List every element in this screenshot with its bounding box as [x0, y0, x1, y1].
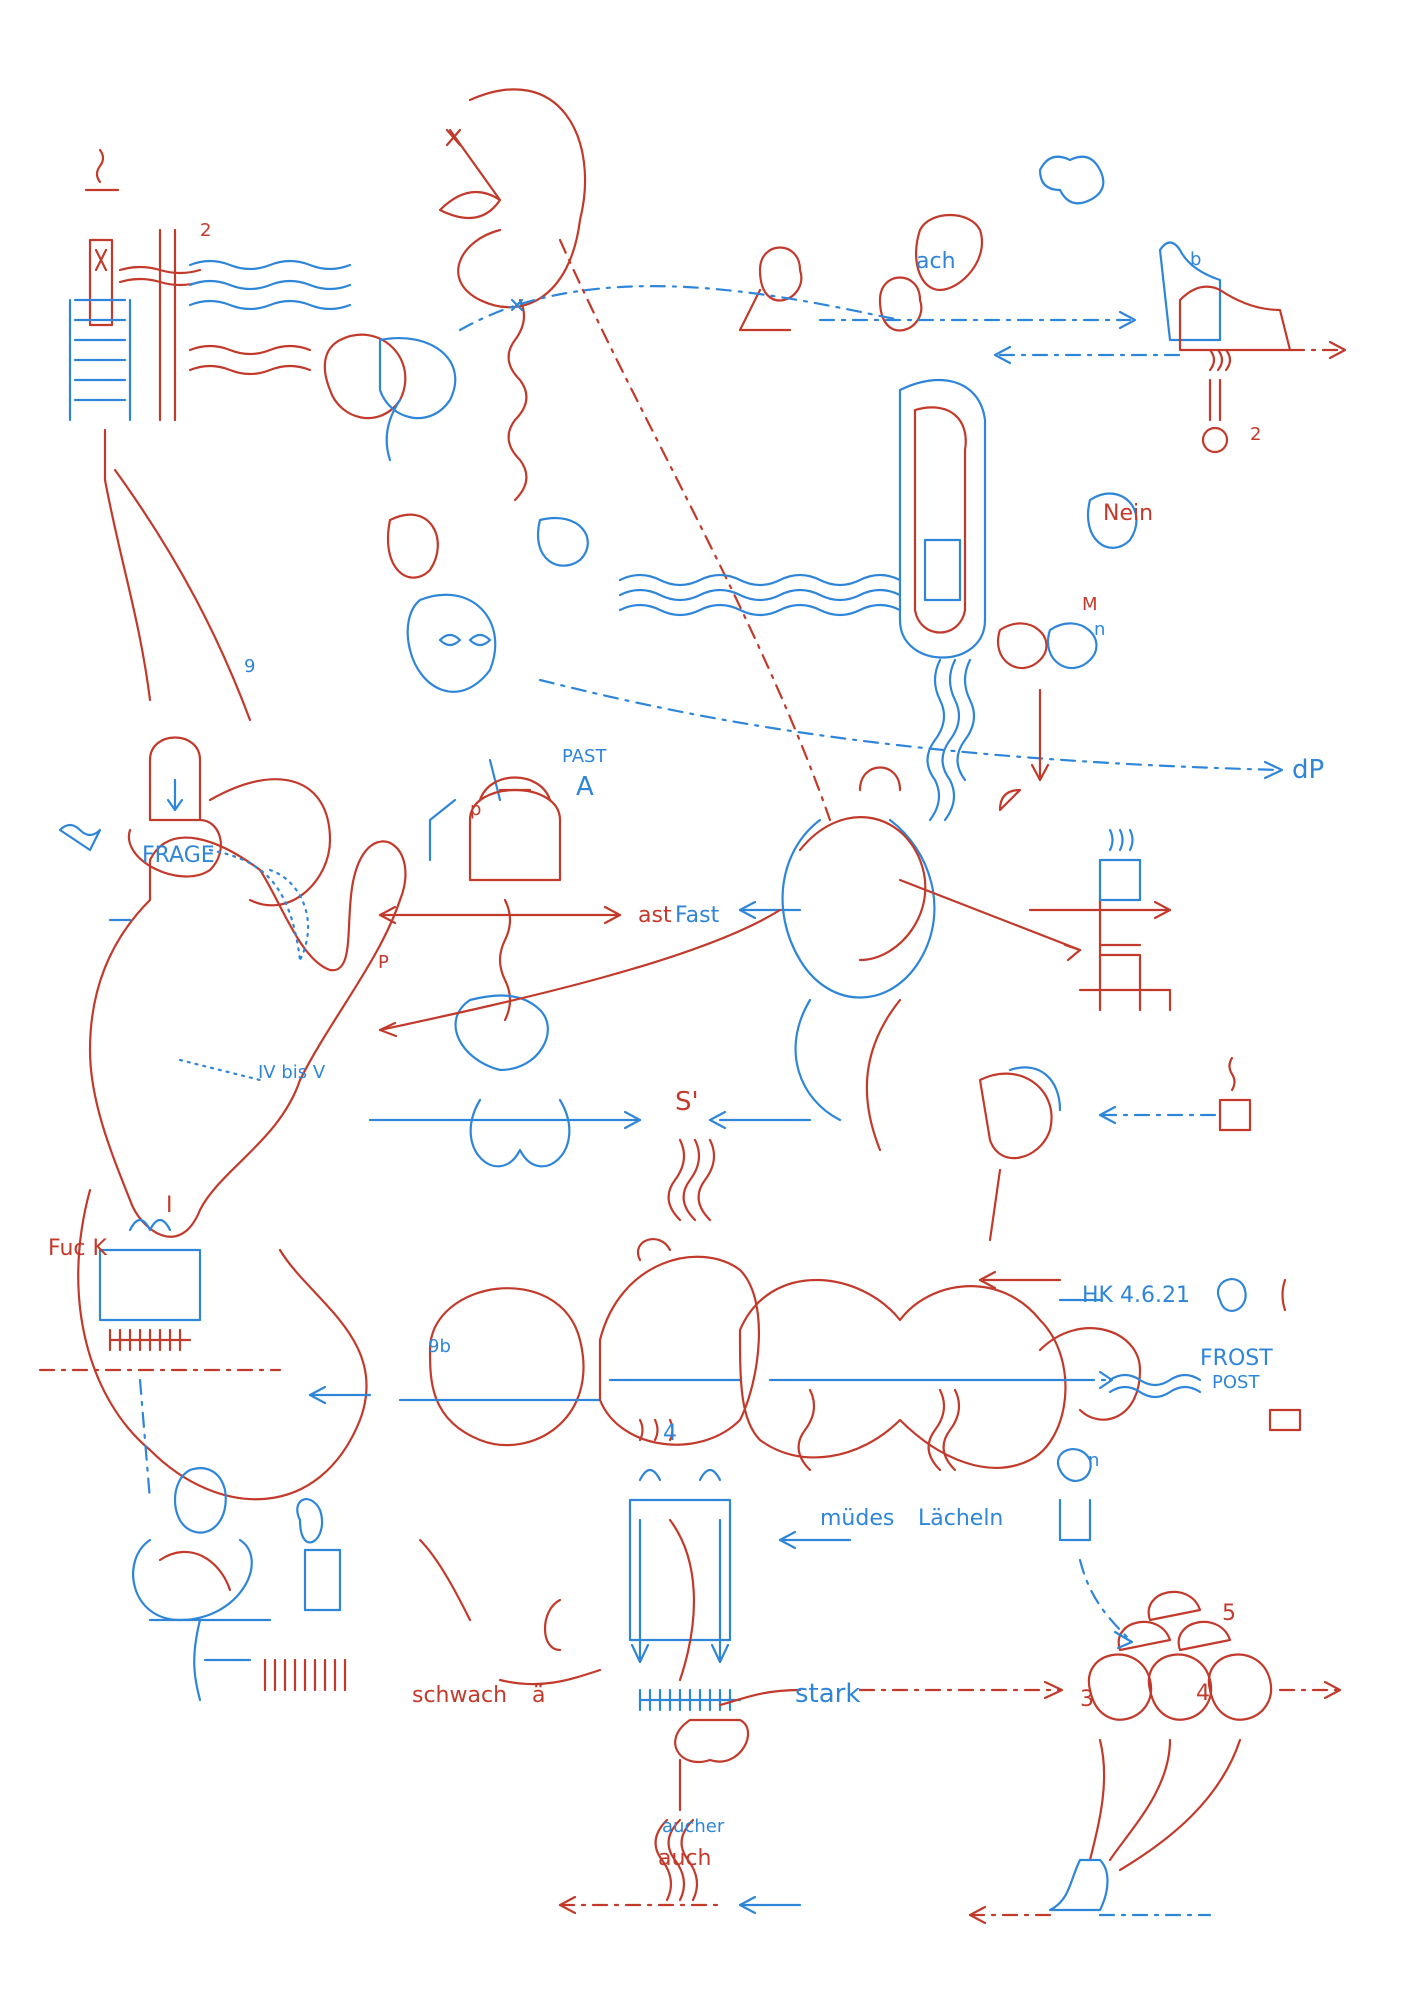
bulb-group: [1056, 1278, 1302, 1650]
a-umlaut-label: ä: [532, 1683, 545, 1708]
frage-label: FRAGE: [142, 843, 215, 868]
mudes-label: müdes: [820, 1506, 894, 1531]
chair-figure: [998, 788, 1172, 1012]
p-label: p: [470, 799, 481, 820]
center-box-four: [558, 1418, 852, 1915]
roman-one-label: I: [166, 1193, 173, 1218]
ball-cluster: [968, 1590, 1342, 1925]
dp-label: dP: [1292, 755, 1324, 785]
red-organic-body: [77, 778, 407, 1501]
p-arrow-label: P: [378, 952, 389, 973]
ear-figure: [438, 88, 832, 822]
nein-label: Nein: [1103, 501, 1153, 526]
frost-label: FROST: [1200, 1346, 1273, 1371]
jars-row: [738, 155, 1347, 454]
post-label: POST: [1212, 1372, 1260, 1393]
ast-label: ast: [638, 903, 672, 928]
nine-k-label: 9: [244, 656, 255, 677]
stark-arrow: [498, 1668, 1064, 1707]
wavy-bundle-top: [188, 259, 352, 376]
four-label: 4: [663, 1421, 677, 1446]
ach-label: ach: [916, 249, 956, 274]
syringe-figure: [68, 148, 252, 722]
three-label: 3: [1080, 1687, 1094, 1712]
fuck-label: Fuc K: [48, 1236, 107, 1261]
s-prime-label: S': [675, 1087, 699, 1117]
vertical-capsule: [898, 378, 1138, 822]
fuck-figure: [38, 1218, 372, 1502]
nine-b-label: 9b: [428, 1336, 451, 1357]
five-label: 5: [1222, 1601, 1236, 1626]
hk-date-label: HK 4.6.21: [1082, 1283, 1190, 1308]
blue-blob-cluster: [323, 333, 589, 802]
frage-group: [58, 736, 302, 962]
past-label: PAST: [562, 746, 607, 767]
arrow-row-mid: [368, 1110, 812, 1222]
n-bulb-label: n: [1088, 1450, 1099, 1471]
blob-chain: [398, 1238, 1202, 1472]
four-ball-label: 4: [1196, 1681, 1210, 1706]
two-label: 2: [200, 220, 211, 241]
n-label: n: [1094, 619, 1105, 640]
ast-fast-arrow: [378, 900, 802, 1038]
schwach-label: schwach: [412, 1683, 507, 1708]
wavy-bundle-mid: [458, 285, 1284, 782]
iv-bis-v-label: IV bis V: [258, 1062, 326, 1083]
fast-label: Fast: [675, 903, 720, 928]
small-box: [1098, 1056, 1252, 1132]
figure-bottom-left: [132, 1467, 562, 1702]
bell-group: [428, 776, 571, 1168]
stark-label: stark: [795, 1679, 860, 1709]
b-label: b: [1190, 249, 1201, 270]
m-label: M: [1082, 594, 1098, 615]
auch-label: auch: [658, 1846, 711, 1871]
lacheln-label: Lächeln: [918, 1506, 1003, 1531]
aucher-label: aucher: [662, 1816, 725, 1837]
central-figure: [781, 766, 1082, 1242]
sq2-label: 2: [1250, 424, 1261, 445]
a-label: A: [576, 772, 594, 802]
